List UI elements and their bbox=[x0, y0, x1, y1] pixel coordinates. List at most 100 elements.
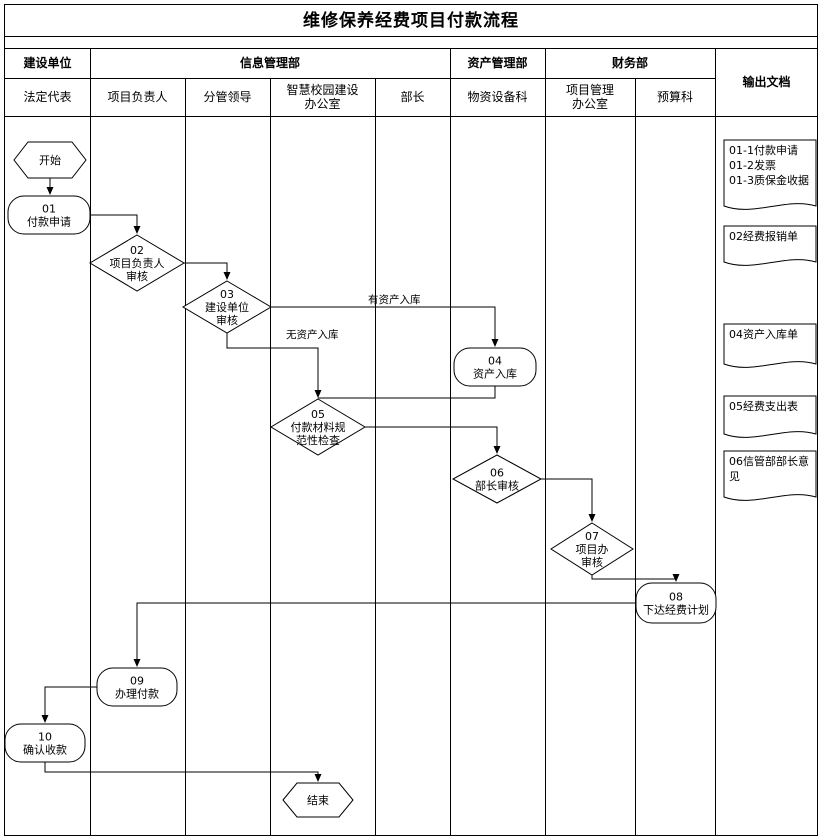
role-header-line: 智慧校园建设 bbox=[286, 82, 358, 97]
role-header-materials-equipment-section: 物资设备科 bbox=[467, 90, 527, 104]
group-header-information-management-dept: 信息管理部 bbox=[240, 55, 300, 70]
edge-08-to-09 bbox=[133, 602, 636, 667]
step-07-label-line: 项目办 bbox=[576, 543, 609, 556]
doc-expense-statement-textbox: 05经费支出表 bbox=[729, 400, 798, 413]
output-column-header: 输出文档 bbox=[742, 74, 790, 89]
edge-label-03-to-04: 有资产入库 bbox=[368, 293, 421, 306]
role-header-smart-campus-construction-office: 智慧校园建设办公室 bbox=[286, 82, 358, 111]
role-header-budget-section: 预算科 bbox=[657, 89, 693, 104]
step-05-shape bbox=[270, 398, 366, 456]
role-header-line: 分管领导 bbox=[203, 89, 251, 104]
step-01-label-line: 付款申请 bbox=[27, 215, 71, 229]
step-03-shape bbox=[182, 280, 272, 334]
end-label-line: 结束 bbox=[307, 794, 329, 807]
step-02-label-line: 审核 bbox=[126, 269, 148, 283]
start-label-line: 开始 bbox=[39, 153, 61, 167]
end-shape bbox=[282, 782, 354, 818]
doc-asset-warehousing-receipt-textbox: 04资产入库单 bbox=[729, 328, 798, 341]
outer-border bbox=[4, 4, 818, 836]
edge-03-to-04 bbox=[271, 306, 499, 347]
doc-payment-application-textbox: 01-1付款申请 01-2发票 01-3质保金收据 bbox=[729, 144, 809, 187]
role-header-line: 办公室 bbox=[572, 96, 608, 111]
step-10-shape bbox=[4, 723, 86, 763]
edge-04-to-05 bbox=[318, 386, 496, 399]
doc-payment-application: 01-1付款申请 01-2发票 01-3质保金收据 bbox=[723, 139, 817, 210]
step-06-label-line: 部长审核 bbox=[475, 479, 519, 493]
doc-asset-warehousing-receipt-text: 04资产入库单 bbox=[729, 328, 798, 341]
role-header-line: 办公室 bbox=[304, 96, 340, 111]
role-header-line: 项目负责人 bbox=[107, 90, 167, 104]
step-06-shape bbox=[451, 454, 543, 504]
step-08-shape bbox=[635, 582, 717, 624]
doc-expense-statement: 05经费支出表 bbox=[723, 395, 817, 438]
role-header-line: 项目管理 bbox=[566, 82, 614, 97]
doc-minister-opinion-textbox: 06信管部部长意见 bbox=[729, 455, 809, 483]
edge-06-to-07 bbox=[541, 478, 596, 522]
end-label: 结束 bbox=[307, 794, 329, 807]
edge-03-to-05 bbox=[226, 333, 322, 398]
step-05-label-line: 付款材料规 bbox=[291, 420, 346, 434]
edge-05-to-06 bbox=[365, 426, 501, 454]
role-header-line: 法定代表 bbox=[23, 89, 71, 104]
group-header-finance-dept: 财务部 bbox=[611, 55, 648, 70]
node-start: 开始 bbox=[13, 141, 87, 179]
edge-10-to-end bbox=[44, 762, 322, 782]
doc-expense-reimbursement-form-shape bbox=[723, 225, 817, 266]
step-05-label-line: 范性检查 bbox=[296, 433, 340, 447]
doc-expense-statement-text: 05经费支出表 bbox=[729, 400, 798, 413]
role-header-legal-representative: 法定代表 bbox=[23, 89, 71, 104]
step-09-label-line: 09 bbox=[130, 675, 144, 688]
role-header-project-leader: 项目负责人 bbox=[107, 90, 167, 104]
step-03-label-line: 建设单位 bbox=[205, 300, 249, 314]
step-05-label-line: 05 bbox=[311, 408, 325, 421]
edge-02-to-03 bbox=[184, 262, 231, 280]
doc-expense-reimbursement-form-text: 02经费报销单 bbox=[729, 230, 798, 243]
role-header-minister: 部长 bbox=[400, 89, 424, 104]
doc-asset-warehousing-receipt: 04资产入库单 bbox=[723, 323, 817, 368]
step-01-shape bbox=[7, 195, 91, 235]
page-title: 维修保养经费项目付款流程 bbox=[303, 11, 519, 31]
doc-minister-opinion-shape bbox=[723, 450, 817, 501]
role-header-line: 预算科 bbox=[657, 89, 693, 104]
step-01-label-line: 01 bbox=[42, 203, 56, 216]
doc-expense-statement-shape bbox=[723, 395, 817, 438]
step-02-shape bbox=[89, 234, 185, 292]
group-header-construction-unit: 建设单位 bbox=[22, 55, 71, 70]
role-header-leader-in-charge: 分管领导 bbox=[203, 89, 251, 104]
step-03-label-line: 审核 bbox=[216, 313, 238, 327]
edge-07-to-08 bbox=[591, 574, 680, 582]
doc-asset-warehousing-receipt-shape bbox=[723, 323, 817, 368]
role-header-line: 部长 bbox=[400, 89, 424, 104]
doc-payment-application-text: 01-1付款申请 01-2发票 01-3质保金收据 bbox=[729, 144, 809, 187]
step-04-shape bbox=[453, 347, 537, 387]
step-10-label-line: 10 bbox=[38, 731, 52, 744]
role-header-line: 物资设备科 bbox=[467, 90, 527, 104]
node-end: 结束 bbox=[282, 782, 354, 818]
step-02-label-line: 02 bbox=[130, 244, 144, 257]
step-02-label-line: 项目负责人 bbox=[110, 256, 165, 270]
step-04-label-line: 04 bbox=[488, 355, 502, 368]
step-07-label-line: 07 bbox=[585, 530, 599, 543]
step-10-label-line: 确认收款 bbox=[23, 743, 67, 757]
start-label: 开始 bbox=[39, 153, 61, 167]
step-09-label-line: 办理付款 bbox=[115, 687, 159, 701]
edge-09-to-10 bbox=[41, 686, 97, 723]
doc-expense-reimbursement-form-textbox: 02经费报销单 bbox=[729, 230, 798, 243]
doc-payment-application-shape bbox=[723, 139, 817, 210]
role-header-project-management-office: 项目管理办公室 bbox=[566, 82, 614, 111]
